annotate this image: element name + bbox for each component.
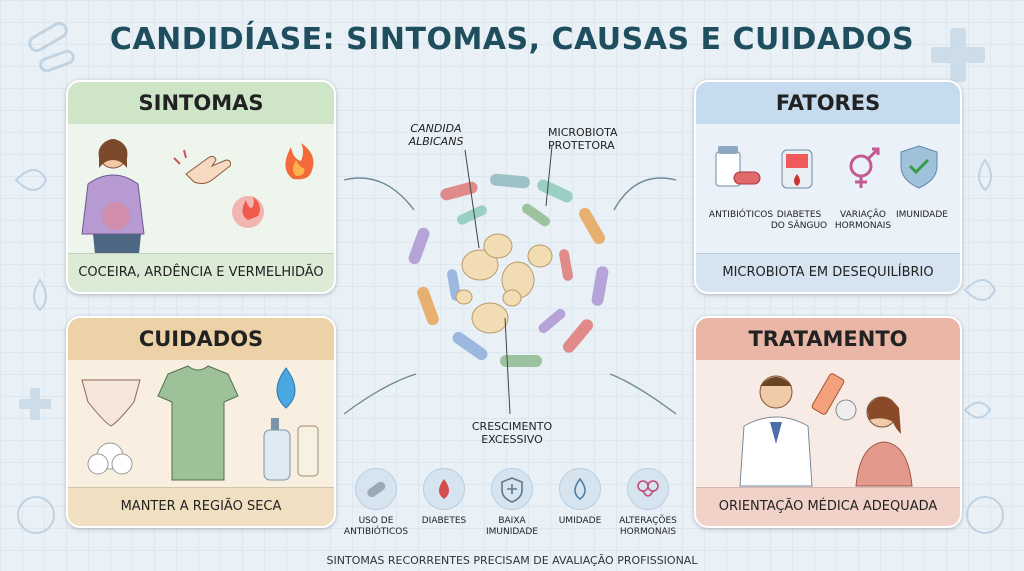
cotton-icon bbox=[87, 442, 133, 475]
panel-sintomas: SINTOMAS COCEIRA, ARDÊNCIA E VERMELHIDÃO bbox=[66, 80, 336, 294]
fatores-icons bbox=[715, 145, 938, 189]
panel-heading: FATORES bbox=[696, 82, 960, 124]
hygiene-bottle-icon bbox=[263, 418, 319, 481]
gender-symbol-icon bbox=[849, 147, 880, 188]
pill-icon bbox=[355, 468, 397, 510]
panel-heading: SINTOMAS bbox=[68, 82, 334, 124]
tratamento-illustration bbox=[739, 373, 913, 487]
doctor-icon bbox=[739, 375, 813, 487]
panel-heading: TRATAMENTO bbox=[696, 318, 960, 360]
underwear-icon bbox=[81, 379, 141, 427]
medicine-tube-icon bbox=[811, 373, 857, 421]
water-drop-icon bbox=[276, 367, 296, 409]
patient-icon bbox=[855, 396, 913, 487]
label-pointers bbox=[464, 145, 553, 415]
shield-icon bbox=[491, 468, 533, 510]
panel-footer: COCEIRA, ARDÊNCIA E VERMELHIDÃO bbox=[68, 253, 334, 292]
footer-note: SINTOMAS RECORRENTES PRECISAM DE AVALIAÇ… bbox=[326, 554, 698, 567]
itch-hand-icon bbox=[173, 149, 231, 185]
bottom-factor-umidade: UMIDADE bbox=[545, 468, 615, 527]
arrow-from-sintomas bbox=[343, 177, 415, 211]
microbiota-diagram bbox=[343, 145, 677, 415]
panel-heading: CUIDADOS bbox=[68, 318, 334, 360]
glucose-meter-icon bbox=[781, 149, 813, 189]
shield-check-icon bbox=[900, 145, 938, 189]
plus-decor-icon bbox=[19, 28, 985, 420]
sintomas-illustration bbox=[81, 139, 314, 254]
yeast-cells-icon bbox=[455, 233, 553, 334]
leaf-decor-icon bbox=[14, 169, 1004, 534]
page-title: CANDIDÍASE: SINTOMAS, CAUSAS E CUIDADOS bbox=[109, 22, 915, 57]
bacteria-decor-icon bbox=[28, 22, 75, 73]
connector-arrows bbox=[343, 177, 677, 415]
panel-cuidados: CUIDADOS MANTER A REGIÃO SECA bbox=[66, 316, 336, 528]
arrow-to-tratamento bbox=[609, 373, 677, 415]
flame-icon bbox=[232, 143, 314, 228]
cuidados-illustration bbox=[81, 365, 319, 481]
woman-pain-icon bbox=[81, 139, 145, 254]
fator-label-imunidade: IMUNIDADE bbox=[896, 210, 948, 220]
drop-decor-icon bbox=[33, 158, 992, 312]
panel-tratamento: TRATAMENTO ORIENTAÇÃO MÉDICA ADEQUADA bbox=[694, 316, 962, 528]
arrow-from-fatores bbox=[613, 177, 677, 211]
antibiotic-bottle-icon bbox=[715, 146, 761, 187]
bottom-factor-diabetes: DIABETES bbox=[409, 468, 479, 527]
fator-label-antibioticos: ANTIBIÓTICOS bbox=[708, 210, 774, 220]
blood-drop-icon bbox=[423, 468, 465, 510]
tshirt-icon bbox=[157, 365, 239, 481]
panel-footer: MANTER A REGIÃO SECA bbox=[68, 487, 334, 526]
arrow-to-cuidados bbox=[343, 373, 417, 415]
panel-footer: MICROBIOTA EM DESEQUILÍBRIO bbox=[696, 253, 960, 292]
panel-footer: ORIENTAÇÃO MÉDICA ADEQUADA bbox=[696, 487, 960, 526]
hormone-icon bbox=[627, 468, 669, 510]
water-drop-icon bbox=[559, 468, 601, 510]
bacteria-ring bbox=[408, 173, 609, 367]
